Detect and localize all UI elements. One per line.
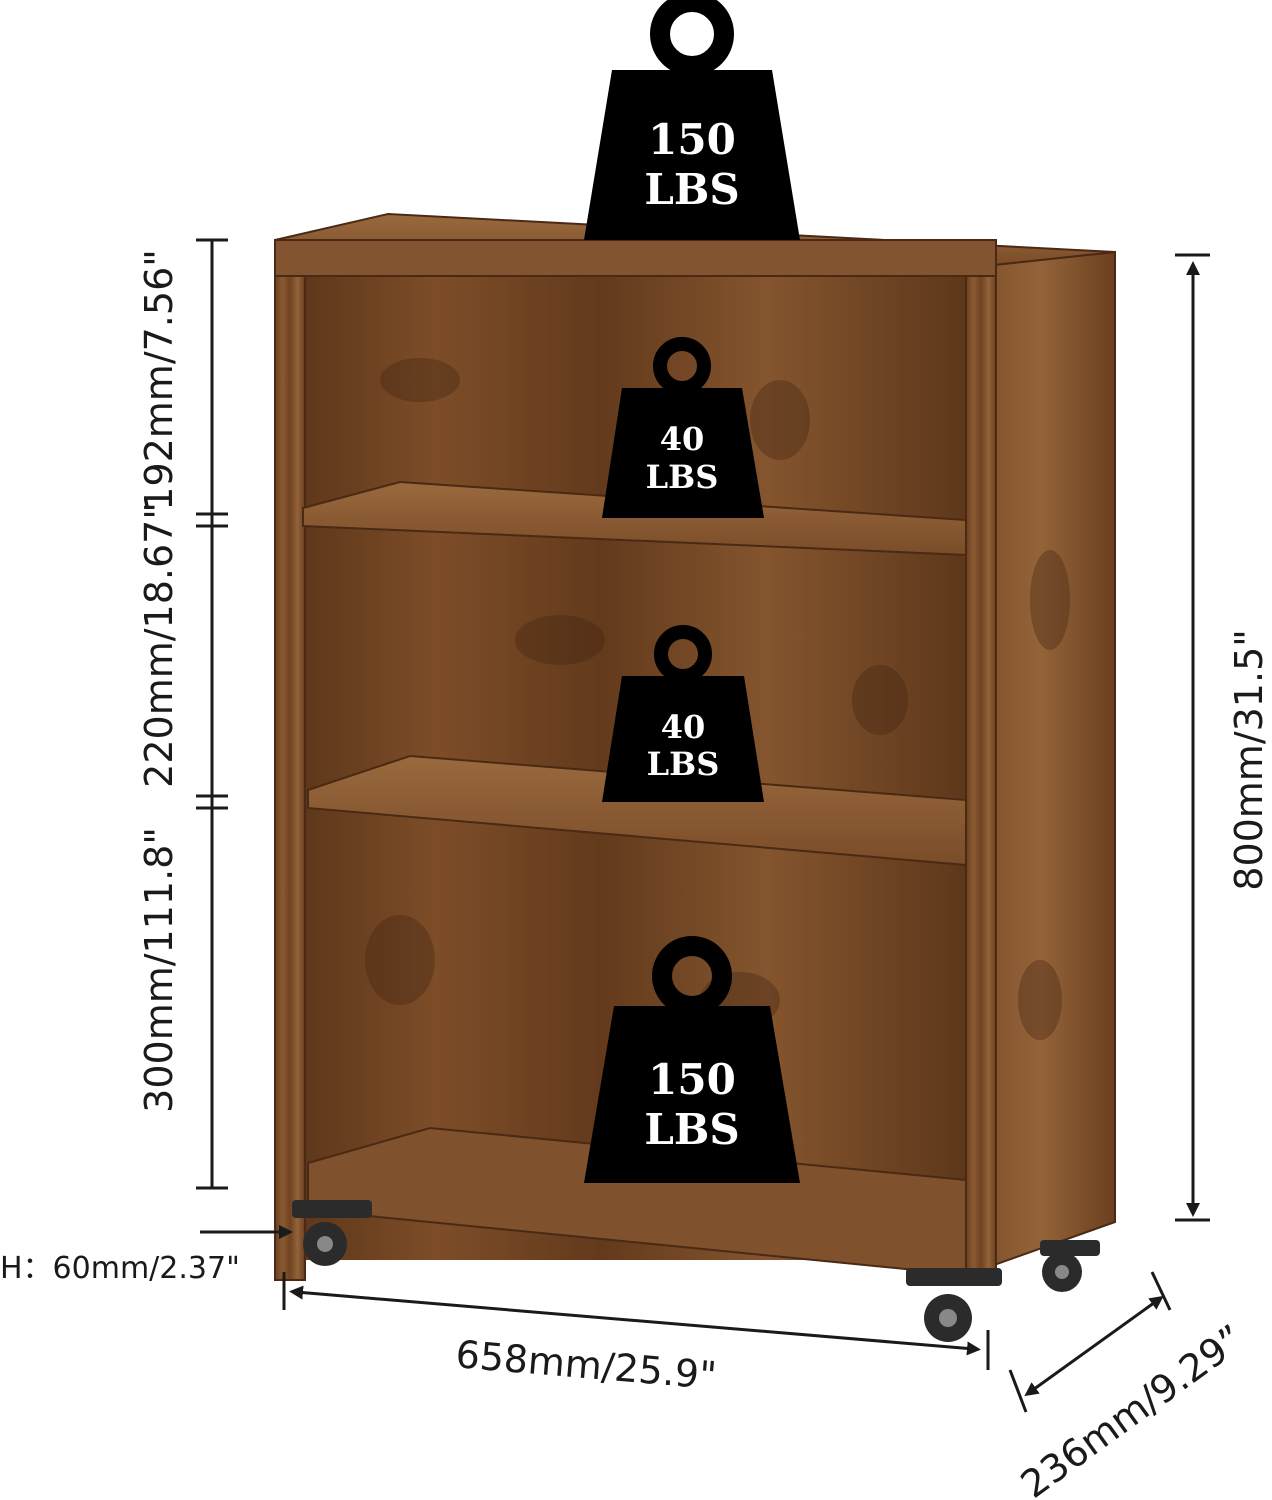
weight-icon-shelf-upper: 40 LBS xyxy=(602,337,764,518)
caster-wheel-icon xyxy=(292,1200,372,1266)
weight-icon-top: 150 LBS xyxy=(584,0,800,240)
weight-icon-shelf-bottom: 150 LBS xyxy=(584,936,800,1183)
bookcase-shelf-upper xyxy=(302,480,967,557)
dimension-middle-compartment-height: 220mm/18.67" xyxy=(137,502,181,788)
weight-icon-shelf-middle: 40 LBS xyxy=(602,625,764,802)
caster-wheel-icon xyxy=(1040,1240,1100,1292)
weight-shelf-middle-unit: LBS xyxy=(647,745,720,783)
dimension-width: 658mm/25.9" xyxy=(454,1332,718,1398)
weight-shelf-middle-number: 40 xyxy=(661,708,706,746)
weight-shelf-upper-number: 40 xyxy=(660,420,705,458)
weight-shelf-upper-unit: LBS xyxy=(646,458,719,496)
dimension-lines xyxy=(196,238,1210,1413)
dimension-caster-height: H：60mm/2.37" xyxy=(0,1251,240,1286)
weight-top-unit: LBS xyxy=(644,165,739,214)
dimension-top-compartment-height: 192mm/7.56" xyxy=(137,249,181,510)
bookcase-shelf-middle xyxy=(307,754,967,867)
bookcase-left-upright xyxy=(274,239,306,1281)
dimension-bottom-compartment-height: 300mm/111.8" xyxy=(137,827,181,1113)
weight-shelf-bottom-unit: LBS xyxy=(644,1105,739,1154)
dimension-depth: 236mm/9.29” xyxy=(1013,1316,1252,1500)
weight-top-number: 150 xyxy=(648,115,736,164)
weight-shelf-bottom-number: 150 xyxy=(648,1055,736,1104)
dimension-overall-height: 800mm/31.5" xyxy=(1227,629,1271,890)
bookcase-top-apron xyxy=(274,239,997,277)
bookcase-right-upright xyxy=(965,261,997,1278)
